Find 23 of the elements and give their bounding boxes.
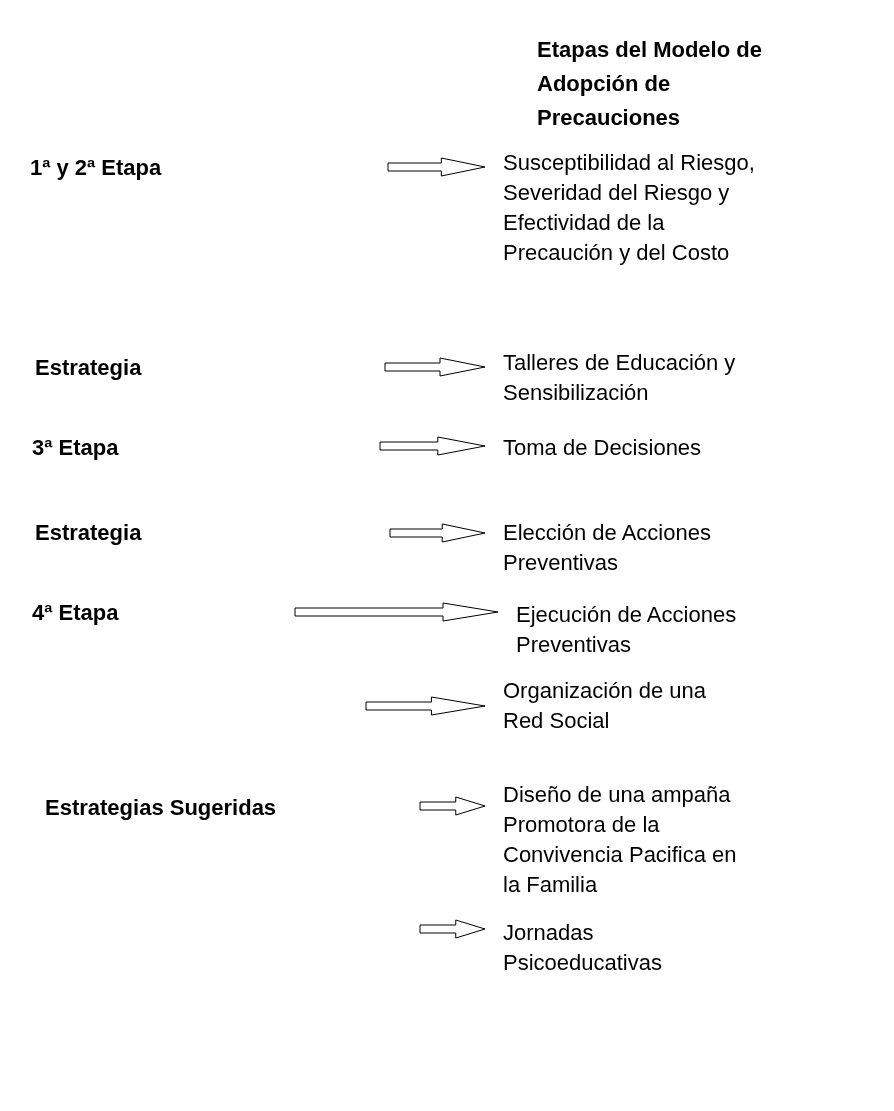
hollow-arrow [389,523,486,543]
hollow-arrow [294,602,499,622]
description-text: Organización de una Red Social [485,676,728,736]
stage-label: Estrategia [35,519,142,547]
description-text: Ejecución de Acciones Preventivas [498,600,756,660]
description-text: Diseño de una ampaña Promotora de la Convivencia Pacifica en la Familia [485,780,748,900]
stage-label: 3ª Etapa [32,434,119,462]
stage-label: 1ª y 2ª Etapa [30,154,162,182]
stage-label: Estrategias Sugeridas [45,794,277,822]
hollow-arrow [384,357,486,377]
description-text: Toma de Decisiones [485,433,763,463]
hollow-arrow [419,919,486,939]
stage-label: Estrategia [35,354,142,382]
hollow-arrow [379,436,486,456]
hollow-arrow [365,696,486,716]
hollow-arrow [387,157,486,177]
description-text: Talleres de Educación y Sensibilización [485,348,758,408]
description-text: Susceptibilidad al Riesgo, Severidad del Riesgo y Efectividad de la Precaución y del Costo [485,148,771,268]
description-text: Elección de Acciones Preventivas [485,518,743,578]
hollow-arrow [419,796,486,816]
description-text: Jornadas Psicoeducativas [485,918,678,978]
title: Etapas del Modelo de Adopción de Precauciones [537,36,763,132]
stage-label: 4ª Etapa [32,599,119,627]
